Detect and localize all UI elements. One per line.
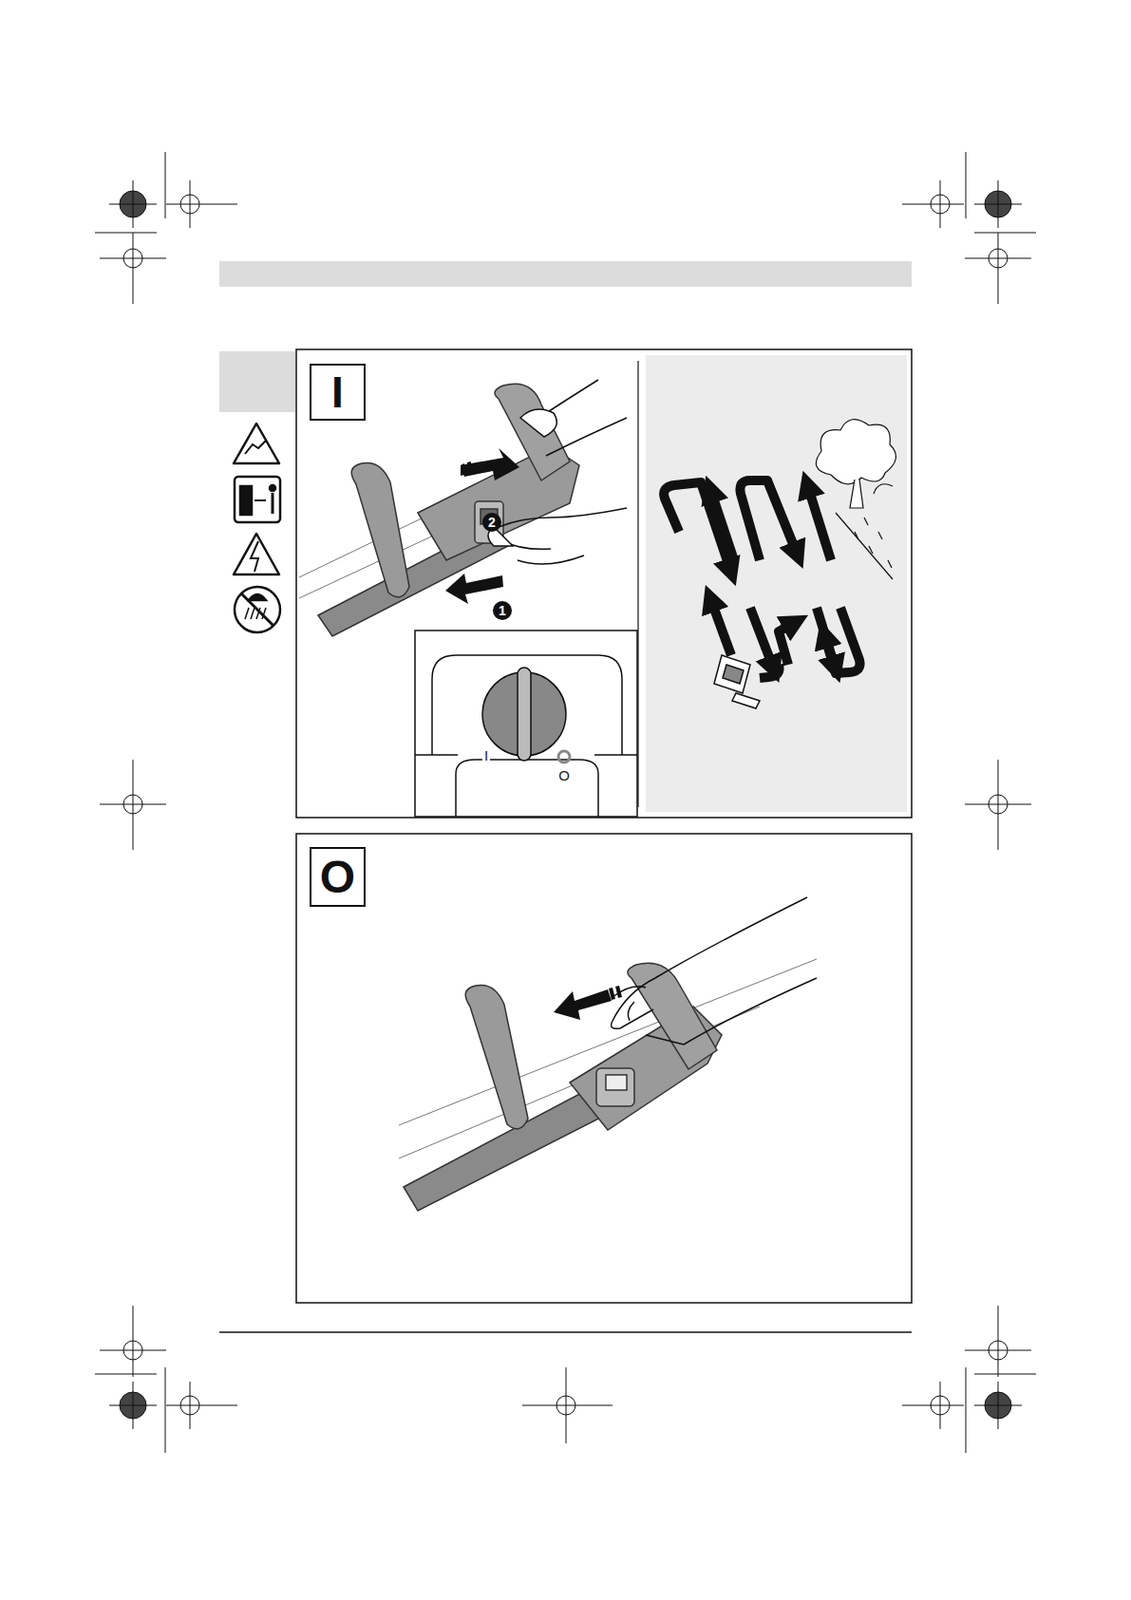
mode-symbol-box: O xyxy=(309,847,366,907)
callout-number: 2 xyxy=(482,512,502,532)
switch-position-mark: O xyxy=(556,768,572,783)
callout-number: 1 xyxy=(492,601,512,621)
mode-symbol: I xyxy=(331,370,344,415)
mode-symbol-box: I xyxy=(309,363,366,421)
switch-position-mark: I xyxy=(482,748,491,763)
mode-symbol: O xyxy=(320,854,356,901)
